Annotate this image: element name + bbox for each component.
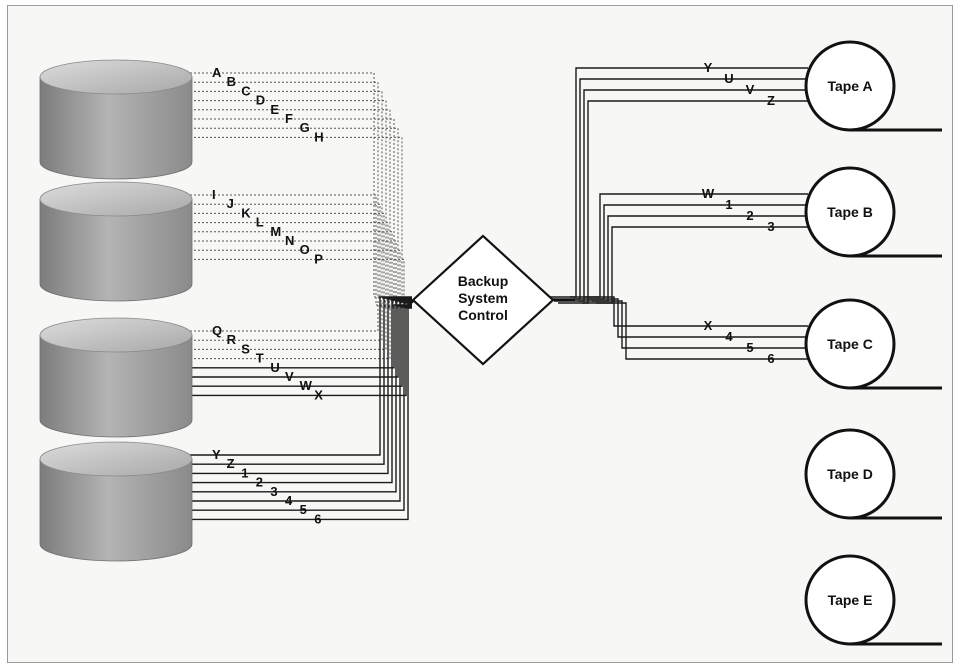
channel-label-d: D (256, 93, 265, 108)
wire-4 (190, 302, 412, 501)
input-link (412, 300, 413, 303)
channel-label-a: A (212, 65, 222, 80)
tape-channel-label-w: W (702, 186, 715, 201)
tape-wire-v (554, 90, 808, 301)
channel-label-r: R (227, 332, 237, 347)
wire-o (190, 250, 412, 299)
tape-name: Tape D (827, 466, 873, 482)
channel-label-q: Q (212, 323, 222, 338)
channel-label-b: B (227, 74, 236, 89)
disk-4-icon (40, 442, 192, 561)
channel-label-h: H (314, 129, 323, 144)
channel-label-e: E (270, 102, 279, 117)
control-label-line: Control (458, 307, 508, 323)
channel-label-y: Y (212, 447, 221, 462)
channel-label-p: P (314, 251, 323, 266)
wire-q (190, 301, 412, 331)
wire-5 (190, 303, 412, 510)
tape-channel-label-5: 5 (746, 340, 753, 355)
channel-label-n: N (285, 233, 294, 248)
wire-6 (190, 304, 412, 519)
disk-top (40, 442, 192, 476)
wire-y (190, 297, 412, 455)
channel-label-k: K (241, 205, 251, 220)
tape-group: Tape A Tape B Tape C Tape D Tape E (806, 42, 942, 644)
channel-label-5: 5 (300, 502, 307, 517)
tape-channel-label-3: 3 (767, 219, 774, 234)
channel-label-2: 2 (256, 475, 263, 490)
tape-name: Tape E (828, 592, 873, 608)
channel-label-1: 1 (241, 465, 248, 480)
tape-channel-label-v: V (746, 82, 755, 97)
channel-label-3: 3 (270, 484, 277, 499)
disk-2-icon (40, 182, 192, 301)
disk-3-icon (40, 318, 192, 437)
channel-label-u: U (270, 360, 279, 375)
disk-top (40, 182, 192, 216)
tape-channel-label-4: 4 (725, 329, 733, 344)
tape-wire-3 (582, 227, 808, 303)
tape-channel-label-x: X (704, 318, 713, 333)
disk-top (40, 318, 192, 352)
channel-label-x: X (314, 387, 323, 402)
control-label-line: Backup (458, 273, 509, 289)
tape-name: Tape A (827, 78, 872, 94)
tape-channel-label-u: U (724, 71, 733, 86)
channel-label-c: C (241, 83, 251, 98)
channel-label-j: J (227, 196, 234, 211)
channel-label-w: W (300, 378, 313, 393)
wire-f (190, 119, 412, 302)
tape-channel-label-z: Z (767, 93, 775, 108)
disk-group (40, 60, 192, 561)
tape-wire-z (558, 101, 808, 303)
tape-wire-5 (592, 301, 808, 348)
channel-label-t: T (256, 351, 264, 366)
channel-label-o: O (300, 242, 310, 257)
channel-label-g: G (300, 120, 310, 135)
tape-channel-label-6: 6 (767, 351, 774, 366)
tape-wire-6 (596, 303, 808, 359)
wire-b (190, 82, 412, 298)
disk-top (40, 60, 192, 94)
wire-l (190, 223, 412, 308)
wire-p (190, 259, 412, 300)
wire-e (190, 110, 412, 301)
channel-label-l: L (256, 215, 264, 230)
wire-h (190, 137, 412, 304)
channel-label-f: F (285, 111, 293, 126)
wire-3 (190, 301, 412, 492)
wire-w (190, 307, 412, 386)
disk-1-icon (40, 60, 192, 179)
tape-wire-4 (588, 299, 808, 337)
wire-g (190, 128, 412, 303)
channel-label-v: V (285, 369, 294, 384)
tape-channel-label-1: 1 (725, 197, 732, 212)
wire-v (190, 306, 412, 377)
channel-label-i: I (212, 187, 216, 202)
control-label-line: System (458, 290, 508, 306)
tape-name: Tape B (827, 204, 873, 220)
wire-k (190, 213, 412, 307)
channel-label-6: 6 (314, 511, 321, 526)
wire-r (190, 302, 412, 340)
channel-label-s: S (241, 341, 250, 356)
tape-name: Tape C (827, 336, 873, 352)
wire-s (190, 303, 412, 349)
wire-a (190, 73, 412, 297)
tape-wire-w (570, 194, 808, 297)
tape-channel-label-2: 2 (746, 208, 753, 223)
channel-label-m: M (270, 224, 281, 239)
channel-label-z: Z (227, 456, 235, 471)
tape-channel-label-y: Y (704, 60, 713, 75)
channel-label-4: 4 (285, 493, 293, 508)
